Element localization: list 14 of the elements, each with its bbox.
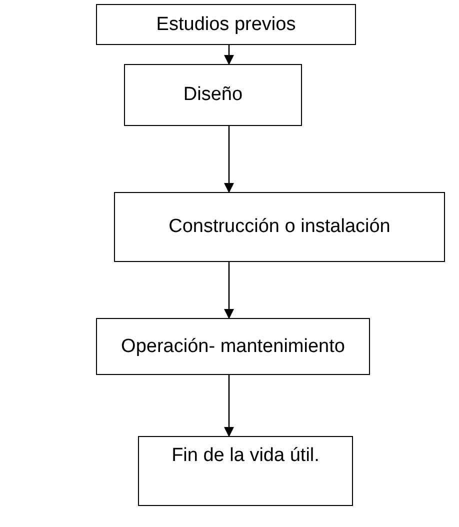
process-box xyxy=(96,318,370,375)
arrow xyxy=(224,126,234,193)
step-label: Construcción o instalación xyxy=(168,216,390,238)
step-label: Diseño xyxy=(183,84,243,106)
arrow xyxy=(224,375,234,437)
process-box xyxy=(124,64,302,126)
process-box xyxy=(138,436,353,506)
step-label: Fin de la vida útil. xyxy=(172,445,320,467)
arrow xyxy=(224,262,234,319)
process-box xyxy=(96,4,356,45)
step-label: Estudios previos xyxy=(156,14,296,36)
arrow xyxy=(224,45,234,65)
process-box xyxy=(114,192,445,262)
step-label: Operación- mantenimiento xyxy=(121,336,345,358)
